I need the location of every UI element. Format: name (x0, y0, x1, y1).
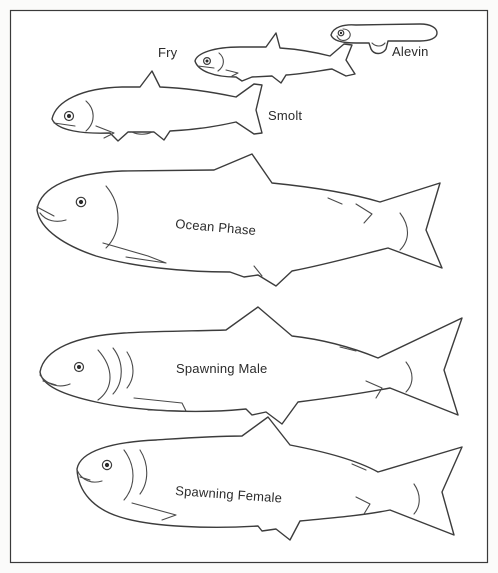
fry-label: Fry (158, 45, 178, 60)
alevin-label: Alevin (392, 44, 429, 59)
spawning-male-label: Spawning Male (176, 361, 268, 376)
smolt-label: Smolt (268, 108, 302, 123)
